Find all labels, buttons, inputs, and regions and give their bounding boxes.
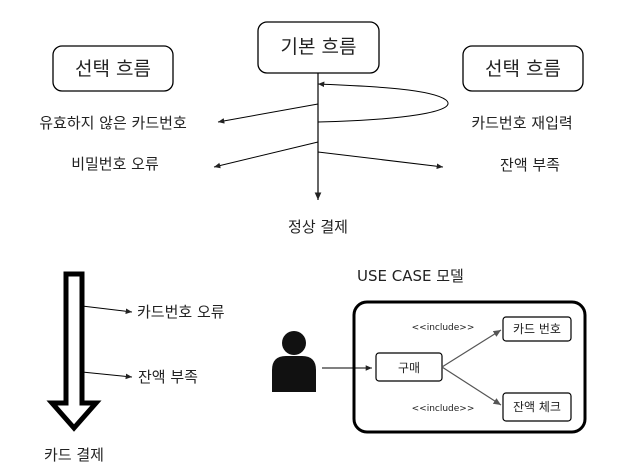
- card-payment-big-arrow: [46, 271, 102, 432]
- purchase-label: 구매: [398, 361, 420, 375]
- use-case-title: USE CASE 모델: [357, 267, 464, 285]
- balance-short-label: 잔액 부족: [138, 368, 198, 386]
- actor-icon: [272, 331, 316, 392]
- card-number-box: [502, 316, 572, 342]
- normal-payment-label: 정상 결제: [288, 218, 348, 236]
- card-error-arrow: [81, 305, 133, 315]
- include-label-bottom: <<include>>: [412, 404, 475, 414]
- branch-arrow-invalid-card: [217, 103, 319, 124]
- balance-check-label: 잔액 체크: [513, 400, 561, 414]
- branch-arrow-insufficient-balance: [317, 151, 444, 170]
- left-alt-flow-label: 선택 흐름: [75, 58, 151, 80]
- basic-flow-label: 기본 흐름: [281, 36, 357, 58]
- card-error-label: 카드번호 오류: [137, 303, 225, 321]
- card-number-label: 카드 번호: [513, 322, 561, 336]
- card-payment-label: 카드 결제: [44, 446, 104, 464]
- right-alt-flow-box: [462, 45, 584, 92]
- wrong-password-label: 비밀번호 오류: [71, 155, 159, 173]
- include-arrow-balance-check: [441, 366, 502, 406]
- branch-arrow-wrong-password: [213, 141, 319, 169]
- reenter-card-label: 카드번호 재입력: [471, 114, 572, 132]
- include-arrow-card-number: [441, 329, 502, 368]
- left-alt-flow-box: [52, 45, 174, 92]
- balance-short-arrow: [81, 371, 133, 380]
- insufficient-balance-label: 잔액 부족: [500, 156, 560, 174]
- invalid-card-label: 유효하지 않은 카드번호: [39, 114, 187, 132]
- balance-check-box: [502, 392, 572, 422]
- include-label-top: <<include>>: [412, 323, 475, 333]
- branch-arrow-reenter-card: [317, 81, 449, 123]
- right-alt-flow-label: 선택 흐름: [485, 58, 561, 80]
